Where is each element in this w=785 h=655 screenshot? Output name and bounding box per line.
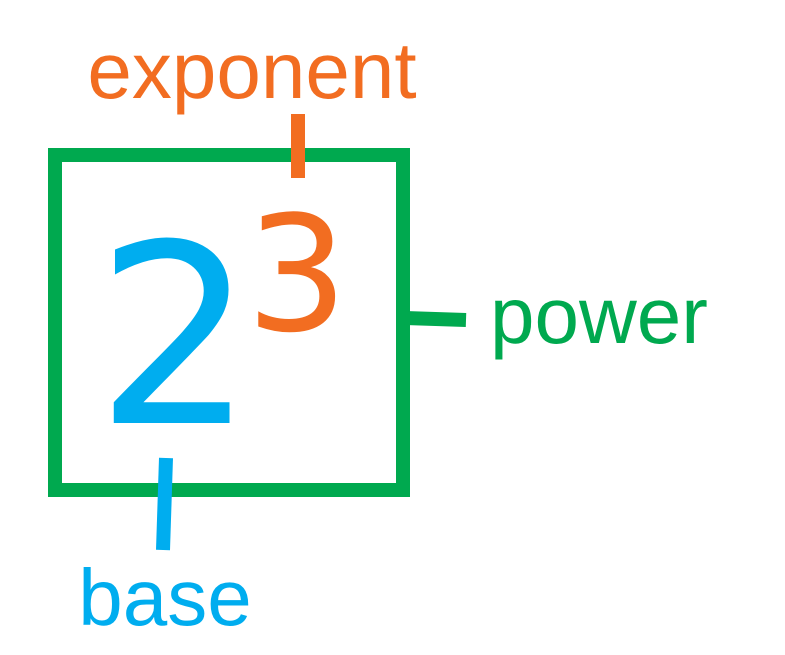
power-box [48, 148, 410, 497]
exponent-label: exponent [87, 26, 416, 115]
power-connector [404, 311, 467, 327]
base-digit: 2 [95, 191, 254, 482]
base-connector [156, 457, 173, 551]
exponent-digit: 3 [246, 181, 348, 368]
base-label: base [78, 553, 251, 642]
power-label: power [490, 271, 708, 360]
